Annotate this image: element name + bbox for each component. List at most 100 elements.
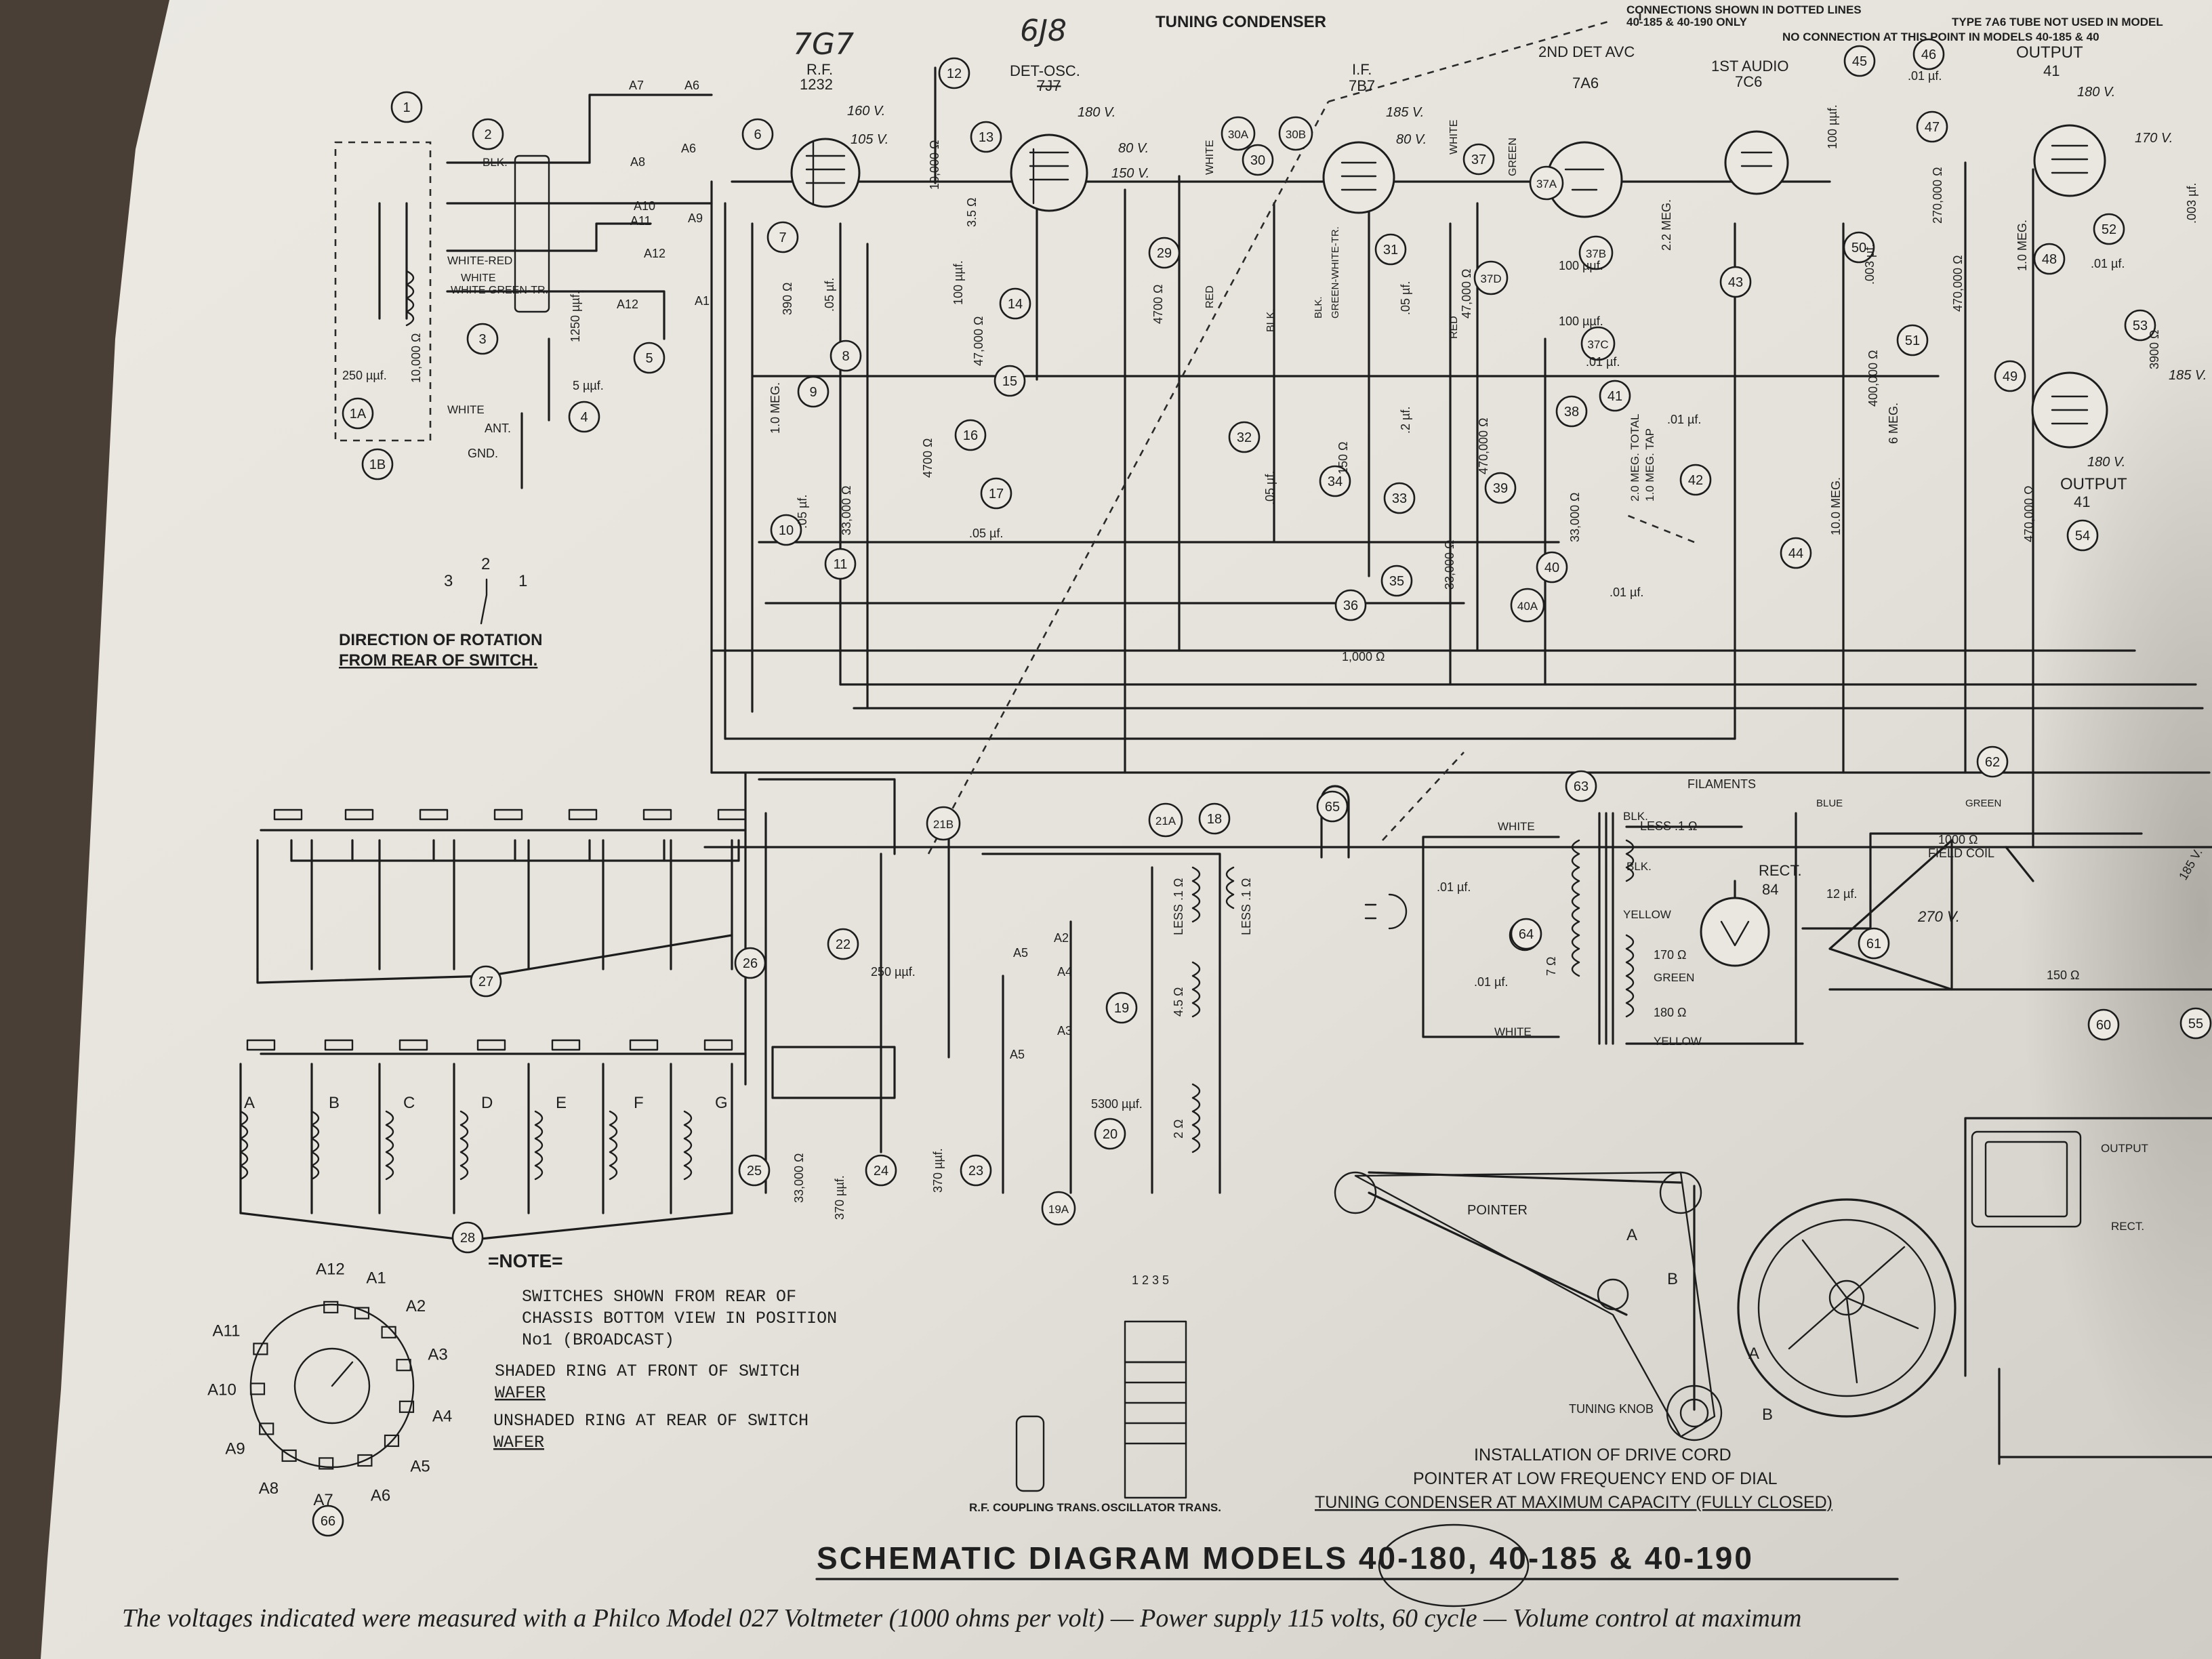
ground-terminal-label: GND. [468, 447, 498, 460]
tube-output1-role: OUTPUT [2016, 43, 2083, 62]
callout-c55: 55 [2179, 1007, 2212, 1040]
cord-a-label: A [1626, 1226, 1637, 1244]
value-35: 3.5 Ω [965, 198, 979, 227]
callout-c22: 22 [827, 928, 859, 960]
callout-c41: 41 [1599, 380, 1631, 412]
value-4700-b: 4700 Ω [1151, 285, 1165, 325]
callout-number: 65 [1325, 800, 1340, 815]
callout-number: 44 [1788, 546, 1803, 561]
callout-circle [1580, 326, 1616, 361]
rotation-pos-1: 1 [518, 572, 527, 590]
callout-c45: 45 [1843, 45, 1876, 77]
coil-a-label: A [244, 1094, 255, 1112]
tube-if-type: 7B7 [1349, 77, 1375, 94]
wafer-contact [398, 1400, 415, 1413]
callout-c30b: 30B [1278, 116, 1313, 151]
callout-circle [466, 323, 499, 355]
wire-white-a: WHITE [461, 272, 496, 284]
callout-c46: 46 [1912, 38, 1945, 70]
wire-blue: BLUE [1816, 798, 1843, 809]
tube-output2-role: OUTPUT [2060, 475, 2127, 493]
callout-circle [1599, 380, 1631, 412]
dotted-note-2: 40-185 & 40-190 ONLY [1626, 16, 1748, 28]
callout-number: 40 [1544, 560, 1559, 575]
note-line-2: CHASSIS BOTTOM VIEW IN POSITION [522, 1309, 837, 1328]
callout-number: 1 [403, 100, 410, 115]
callout-c7: 7 [766, 221, 799, 253]
value-01uf-d: .01 µf. [1908, 69, 1942, 83]
callout-c24: 24 [865, 1154, 897, 1187]
callout-c44: 44 [1780, 537, 1812, 569]
callout-number: 21B [933, 818, 954, 831]
callout-circle [312, 1504, 344, 1537]
tube-rect-role: RECT. [1759, 862, 1802, 879]
coil-f-label: F [634, 1094, 644, 1112]
tube-output2-type: 41 [2074, 493, 2090, 510]
tube-avc-role: 2ND DET AVC [1538, 43, 1635, 60]
callout-number: 37D [1480, 272, 1501, 285]
tube-output1-plate: 180 V. [2077, 85, 2115, 100]
value-05uf-d: .05 µf. [1263, 471, 1277, 505]
callout-circle [1316, 790, 1349, 823]
value-less1-b: LESS .1 Ω [1240, 878, 1253, 936]
callout-number: 7 [779, 230, 786, 245]
wire-white-f: WHITE [1494, 1025, 1532, 1038]
callout-circle [1319, 465, 1351, 497]
callout-circle [1041, 1191, 1076, 1226]
switch-label-a5: A5 [1013, 946, 1028, 960]
callout-c40: 40 [1536, 551, 1568, 583]
wafer-label-a8: A8 [259, 1479, 279, 1498]
callout-c64: 64 [1510, 918, 1542, 950]
wire-white-c: WHITE [1204, 140, 1216, 175]
callout-circle [1105, 991, 1138, 1024]
callout-c34: 34 [1319, 465, 1351, 497]
coil-e-label: E [556, 1094, 567, 1112]
value-100uuf-c: 100 µµf. [1559, 314, 1603, 328]
tube-output1-screen: 170 V. [2135, 131, 2173, 146]
drive-line-2: POINTER AT LOW FREQUENCY END OF DIAL [1413, 1469, 1778, 1488]
callout-number: 16 [963, 428, 978, 443]
switch-label-a10: A10 [634, 199, 655, 213]
callout-number: 5 [645, 351, 653, 366]
value-47000-a: 47,000 Ω [972, 316, 985, 366]
callout-number: 45 [1852, 54, 1867, 69]
antenna-terminal-label: ANT. [485, 422, 511, 435]
callout-circle [1780, 537, 1812, 569]
dotted-note-3: TYPE 7A6 TUBE NOT USED IN MODEL [1952, 16, 2163, 28]
callout-circle [1484, 472, 1517, 504]
cord-b-label: B [1667, 1270, 1678, 1288]
callout-number: 17 [989, 487, 1004, 501]
ac-plug-icon [1364, 893, 1408, 930]
value-01uf-c: .01 µf. [1667, 413, 1701, 426]
callout-number: 11 [834, 557, 848, 572]
wire-red-a: RED [1204, 285, 1216, 308]
output-tube-1-icon [2033, 124, 2106, 197]
callout-number: 15 [1002, 374, 1017, 389]
callout-c18: 18 [1198, 802, 1231, 835]
callout-number: 55 [2188, 1017, 2203, 1031]
callout-c1b: 1B [361, 448, 394, 480]
callout-circle [1912, 38, 1945, 70]
value-10000-b: 10,000 Ω [928, 140, 941, 190]
page-title: SCHEMATIC DIAGRAM MODELS 40-180, 40-185 … [817, 1540, 1754, 1576]
callout-circle [1094, 1118, 1126, 1150]
tube-detosc-role: DET-OSC. [1010, 62, 1080, 79]
value-003uf: .003 µf. [1863, 244, 1877, 285]
callout-c30a: 30A [1221, 116, 1256, 151]
rf-tube-icon [790, 138, 861, 208]
callout-c47: 47 [1916, 110, 1948, 143]
switch-label-a12: A12 [644, 247, 665, 260]
note-line-3: No1 (BROADCAST) [522, 1330, 674, 1350]
band-switch-contacts [246, 808, 747, 1051]
switch-label-a9: A9 [688, 211, 703, 225]
value-05uf-e: .05 µf. [1399, 281, 1412, 315]
switch-label-a1: A1 [695, 294, 710, 308]
value-100uuf-b: 100 µµf. [1559, 259, 1603, 272]
value-003uf-b: .003 µf. [2185, 183, 2198, 224]
callout-c51: 51 [1896, 324, 1929, 356]
value-100uuf: 100 µµf. [951, 260, 965, 305]
wafer-label-a6: A6 [371, 1487, 390, 1505]
callout-number: 60 [2096, 1018, 2111, 1033]
value-1250uuf: 1250 µµf. [569, 291, 582, 342]
